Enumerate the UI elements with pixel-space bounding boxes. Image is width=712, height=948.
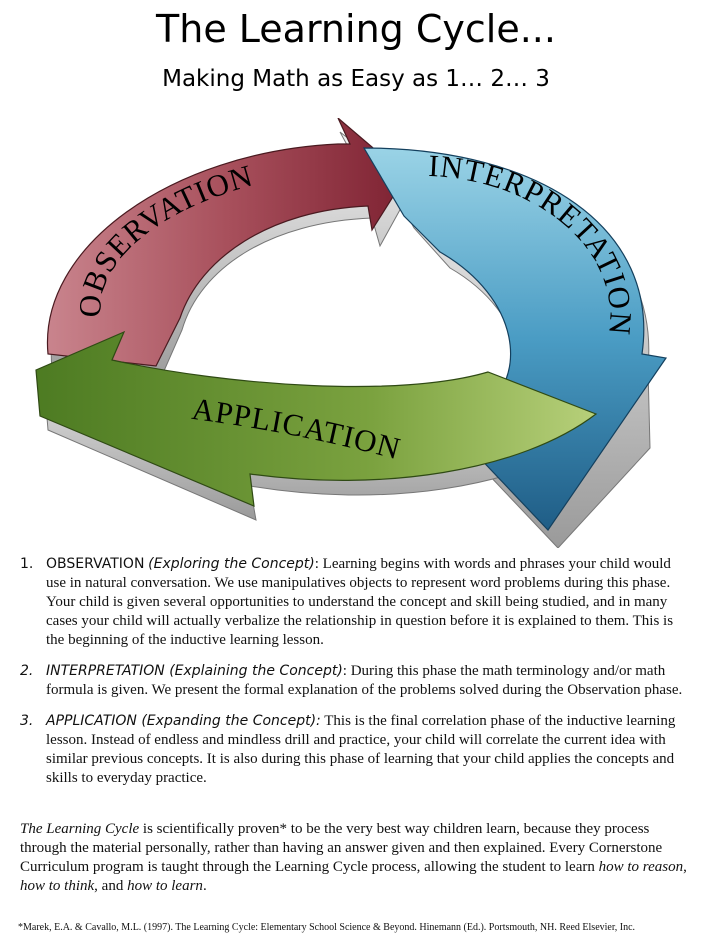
step-term: APPLICATION (Expanding the Concept):	[46, 713, 321, 729]
application-arrow	[35, 330, 598, 507]
step-interpretation: 2. INTERPRETATION (Explaining the Concep…	[20, 662, 692, 700]
step-text: : Learning begins with words and phrases…	[46, 556, 674, 648]
summary-em-learn: how to learn	[127, 878, 203, 894]
step-body: INTERPRETATION (Explaining the Concept):…	[46, 662, 692, 700]
footnote-citation: *Marek, E.A. & Cavallo, M.L. (1997). The…	[18, 922, 636, 933]
summary-em-think: how to think	[20, 878, 95, 894]
step-application: 3. APPLICATION (Expanding the Concept): …	[20, 712, 692, 788]
step-number: 1.	[20, 556, 34, 572]
summary-text: is scientifically proven* to be the very…	[20, 821, 663, 875]
step-term: OBSERVATION	[46, 556, 145, 572]
summary-paragraph: The Learning Cycle is scientifically pro…	[20, 820, 692, 896]
steps-list: 1. OBSERVATION (Exploring the Concept): …	[20, 555, 692, 800]
summary-lead: The Learning Cycle	[20, 821, 140, 837]
page-title: The Learning Cycle...	[156, 7, 556, 51]
interpretation-arrow	[362, 147, 668, 531]
step-term: INTERPRETATION (Explaining the Concept)	[46, 663, 343, 679]
step-number: 2.	[20, 663, 34, 679]
learning-cycle-diagram: OBSERVATION INTERPRETATION APPLICATION	[20, 118, 700, 548]
step-text: : During this phase the math terminology…	[46, 663, 683, 698]
step-body: OBSERVATION (Exploring the Concept): Lea…	[46, 555, 692, 650]
step-observation: 1. OBSERVATION (Exploring the Concept): …	[20, 555, 692, 650]
page-subtitle: Making Math as Easy as 1… 2… 3	[162, 66, 550, 92]
summary-em-reason: how to reason	[598, 859, 684, 875]
observation-arrow	[46, 118, 407, 367]
step-number: 3.	[20, 713, 34, 729]
cycle-svg: OBSERVATION INTERPRETATION APPLICATION	[35, 118, 668, 548]
step-body: APPLICATION (Expanding the Concept): Thi…	[46, 712, 692, 788]
step-text: This is the final correlation phase of t…	[46, 713, 676, 786]
step-qualifier: (Exploring the Concept)	[148, 556, 315, 572]
summary-sep: , and	[94, 878, 128, 894]
summary-end: .	[202, 878, 207, 894]
summary-sep: ,	[683, 859, 687, 875]
